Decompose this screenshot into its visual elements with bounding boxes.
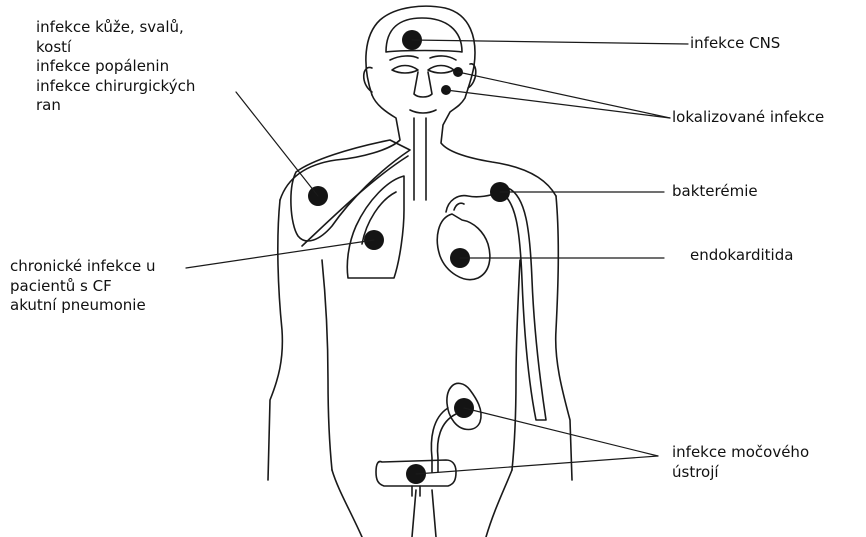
pointer-urinary-a [464,408,658,456]
leg-line [412,490,416,537]
label-cns-line: infekce CNS [690,34,780,54]
label-bacteremia-line: bakterémie [672,182,758,202]
infection-dots [308,30,510,484]
mouth [410,110,436,113]
pointer-lung [186,240,374,268]
label-urinary: infekce močového ústrojí [672,443,809,482]
head-outline [366,6,556,196]
right-shoulder-arm-outer [556,196,572,480]
left-arm-inner [322,260,332,470]
label-endocarditis-line: endokarditida [690,246,793,266]
brow-right [430,56,456,60]
eye-right [428,66,454,74]
right-arm-inner [512,260,520,470]
label-chronic: chronické infekce u pacientů s CF akutní… [10,257,155,316]
brain-outline [386,18,462,52]
label-endocarditis: endokarditida [690,246,793,266]
label-skin-line: infekce chirurgických [36,77,195,97]
label-skin-line: ran [36,96,195,116]
label-chronic-line: akutní pneumonie [10,296,155,316]
label-bacteremia: bakterémie [672,182,758,202]
pointer-urinary-b [416,456,658,474]
pointer-lines [186,40,688,474]
eye-left [392,66,418,74]
label-urinary-line: ústrojí [672,463,809,483]
label-chronic-line: chronické infekce u [10,257,155,277]
waist-left [332,470,362,537]
aorta-branch [454,203,464,210]
pointer-cns [412,40,688,44]
label-skin: infekce kůže, svalů, kostí infekce popál… [36,18,195,116]
skin-patch [291,140,410,241]
left-shoulder-arm-outer [268,200,282,480]
leg-line-2 [432,490,436,537]
label-skin-line: infekce kůže, svalů, [36,18,195,38]
waist-right [486,470,512,537]
nose [414,72,432,97]
label-chronic-line: pacientů s CF [10,277,155,297]
label-skin-line: kostí [36,38,195,58]
label-urinary-line: infekce močového [672,443,809,463]
heart [437,214,490,280]
ureter-2 [431,408,448,472]
lung-left [347,176,404,278]
head-outline-left [280,95,400,200]
pointer-skin [236,92,318,196]
brow-left [390,56,418,60]
label-cns: infekce CNS [690,34,780,54]
arm-vessel [500,188,546,420]
label-localized: lokalizované infekce [672,108,824,128]
label-skin-line: infekce popálenin [36,57,195,77]
label-localized-line: lokalizované infekce [672,108,824,128]
